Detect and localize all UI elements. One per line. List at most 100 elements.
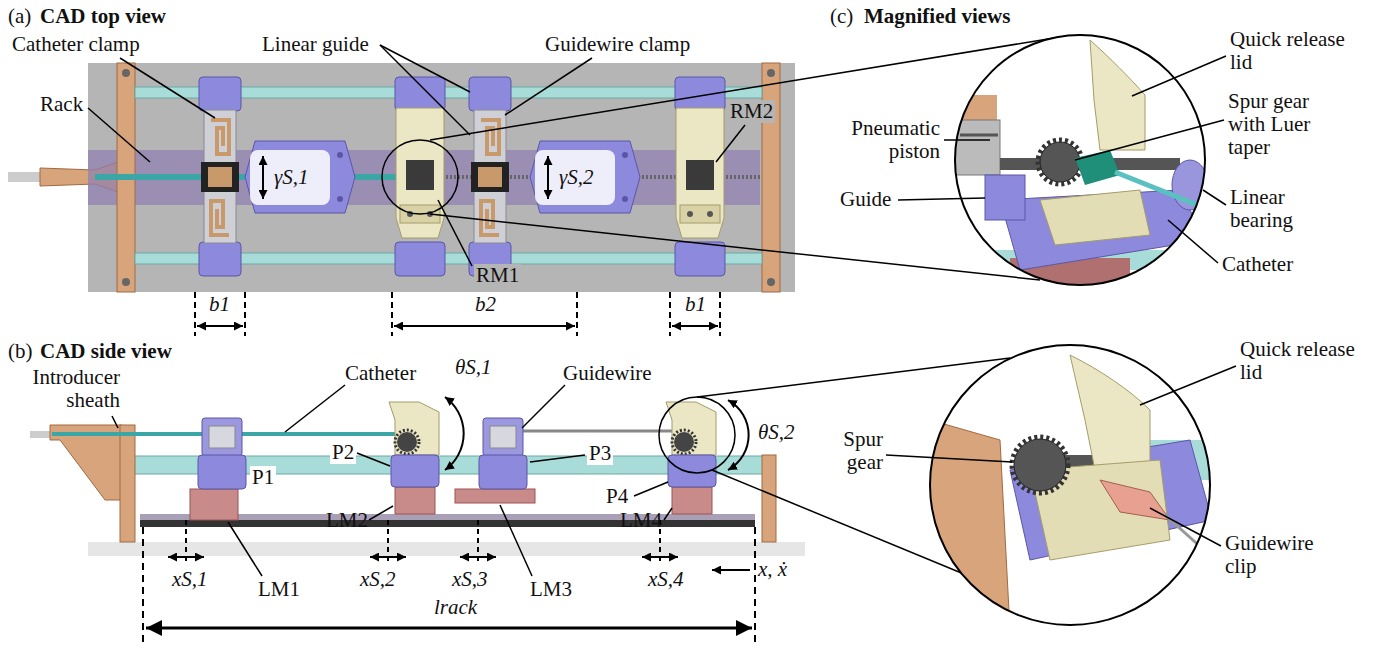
top-view-plate — [767, 69, 775, 77]
magnified-rotation-module — [1038, 140, 1082, 184]
magnified-circle — [930, 345, 1210, 625]
side-view-frame — [88, 542, 805, 556]
top-view-carriages — [395, 77, 445, 276]
position-dimensions — [712, 569, 750, 571]
part-label: lrack — [432, 596, 479, 619]
magnified-leaders — [1132, 56, 1226, 96]
part-label: Spur gear with Luer taper — [1228, 90, 1328, 159]
part-label: Magnified views — [864, 5, 1010, 28]
part-label: Linear bearing — [1230, 186, 1340, 232]
part-label: Catheter — [345, 362, 416, 385]
part-label: RM1 — [474, 264, 521, 287]
side-view-carriages — [666, 402, 716, 487]
width-dimensions — [669, 292, 671, 336]
part-label: b2 — [475, 293, 496, 316]
angle-arrows — [445, 397, 464, 470]
magnified-rotation-module — [1040, 190, 1150, 245]
magnified-leaders — [1075, 120, 1224, 160]
part-label: Rack — [40, 93, 83, 116]
side-view-carriages — [198, 402, 716, 489]
magnified-guidewire-module — [1070, 355, 1150, 470]
position-dimensions — [460, 556, 496, 558]
magnified-leaders — [898, 198, 985, 200]
side-view-frame — [672, 487, 712, 514]
part-label: CAD side view — [40, 340, 172, 363]
width-dimensions — [194, 292, 196, 336]
part-label: Spur gear — [828, 428, 883, 474]
side-view-frame — [190, 489, 238, 520]
part-label: x, ẋ — [758, 558, 787, 581]
part-label: Quick release lid — [1240, 338, 1372, 384]
magnified-leaders — [1168, 220, 1218, 263]
width-dimensions — [576, 292, 578, 336]
top-view-leaders — [380, 45, 470, 135]
part-label: Guidewire — [563, 362, 652, 385]
magnified-rotation-module — [1000, 190, 1205, 270]
top-view-leaders — [382, 140, 458, 214]
part-label: RM2 — [728, 100, 775, 123]
position-dimensions — [143, 520, 755, 642]
side-view-frame — [762, 455, 776, 542]
magnified-guidewire-module — [1012, 437, 1068, 493]
side-view-leaders — [112, 385, 735, 576]
side-view-leaders — [664, 508, 672, 520]
part-label: xS,4 — [648, 568, 684, 591]
side-view-carriages — [198, 418, 246, 489]
width-dimensions — [195, 292, 720, 336]
part-label: Pneumatic piston — [800, 117, 940, 163]
top-view-plate — [767, 278, 775, 286]
top-view-leaders — [505, 58, 592, 115]
side-view-frame — [455, 489, 535, 503]
part-label: CAD top view — [40, 5, 166, 28]
position-dimensions — [168, 556, 204, 558]
part-label: b1 — [209, 293, 230, 316]
side-view-frame — [30, 431, 52, 438]
part-label: Guidewire clamp — [545, 33, 690, 56]
side-view-leaders — [530, 455, 585, 462]
side-view-leaders — [112, 416, 118, 428]
magnified-leaders — [1203, 190, 1226, 205]
magnified-rotation-module — [1090, 40, 1145, 150]
part-label: γS,1 — [274, 166, 309, 189]
magnified-circle — [955, 35, 1205, 285]
side-view-frame — [395, 487, 435, 514]
side-view-leaders — [369, 506, 393, 520]
side-view-frame — [140, 520, 755, 527]
top-view-leaders — [120, 58, 215, 118]
side-view-frame — [50, 425, 122, 500]
top-view-leaders — [380, 45, 470, 92]
magnified-guidewire-module — [1100, 480, 1170, 520]
part-label: LM1 — [258, 578, 300, 601]
part-label: xS,3 — [452, 568, 488, 591]
magnified-rotation-module — [955, 120, 1000, 175]
part-label: P3 — [587, 442, 613, 465]
side-view-leaders — [357, 453, 390, 466]
part-label: P2 — [330, 441, 356, 464]
magnified-leaders — [886, 455, 1012, 462]
top-view-leaders — [88, 108, 150, 162]
gamma-arrows — [263, 156, 548, 199]
side-view-carriages — [389, 402, 439, 487]
position-dimensions — [142, 527, 144, 642]
part-label: xS,2 — [360, 568, 396, 591]
angle-arrows — [728, 400, 749, 470]
position-dimensions — [642, 556, 678, 558]
zoom-lines — [697, 358, 1010, 397]
magnified-rotation-module — [985, 175, 1025, 220]
part-label: P1 — [250, 466, 276, 489]
width-dimensions — [394, 325, 575, 327]
magnified-rotation-module — [960, 134, 998, 137]
part-label: (a) — [8, 5, 31, 28]
angle-arrows — [445, 397, 749, 470]
part-label: γS,2 — [559, 166, 594, 189]
top-view-plate — [8, 63, 795, 292]
top-view-carriages — [530, 141, 640, 213]
part-label: θS,2 — [758, 421, 795, 444]
top-view-plate — [122, 69, 130, 77]
part-label: Quick release lid — [1230, 28, 1365, 74]
gamma-arrows — [547, 156, 549, 199]
side-view-leaders — [228, 522, 262, 576]
top-view-carriages — [199, 77, 241, 276]
width-dimensions — [244, 292, 246, 336]
